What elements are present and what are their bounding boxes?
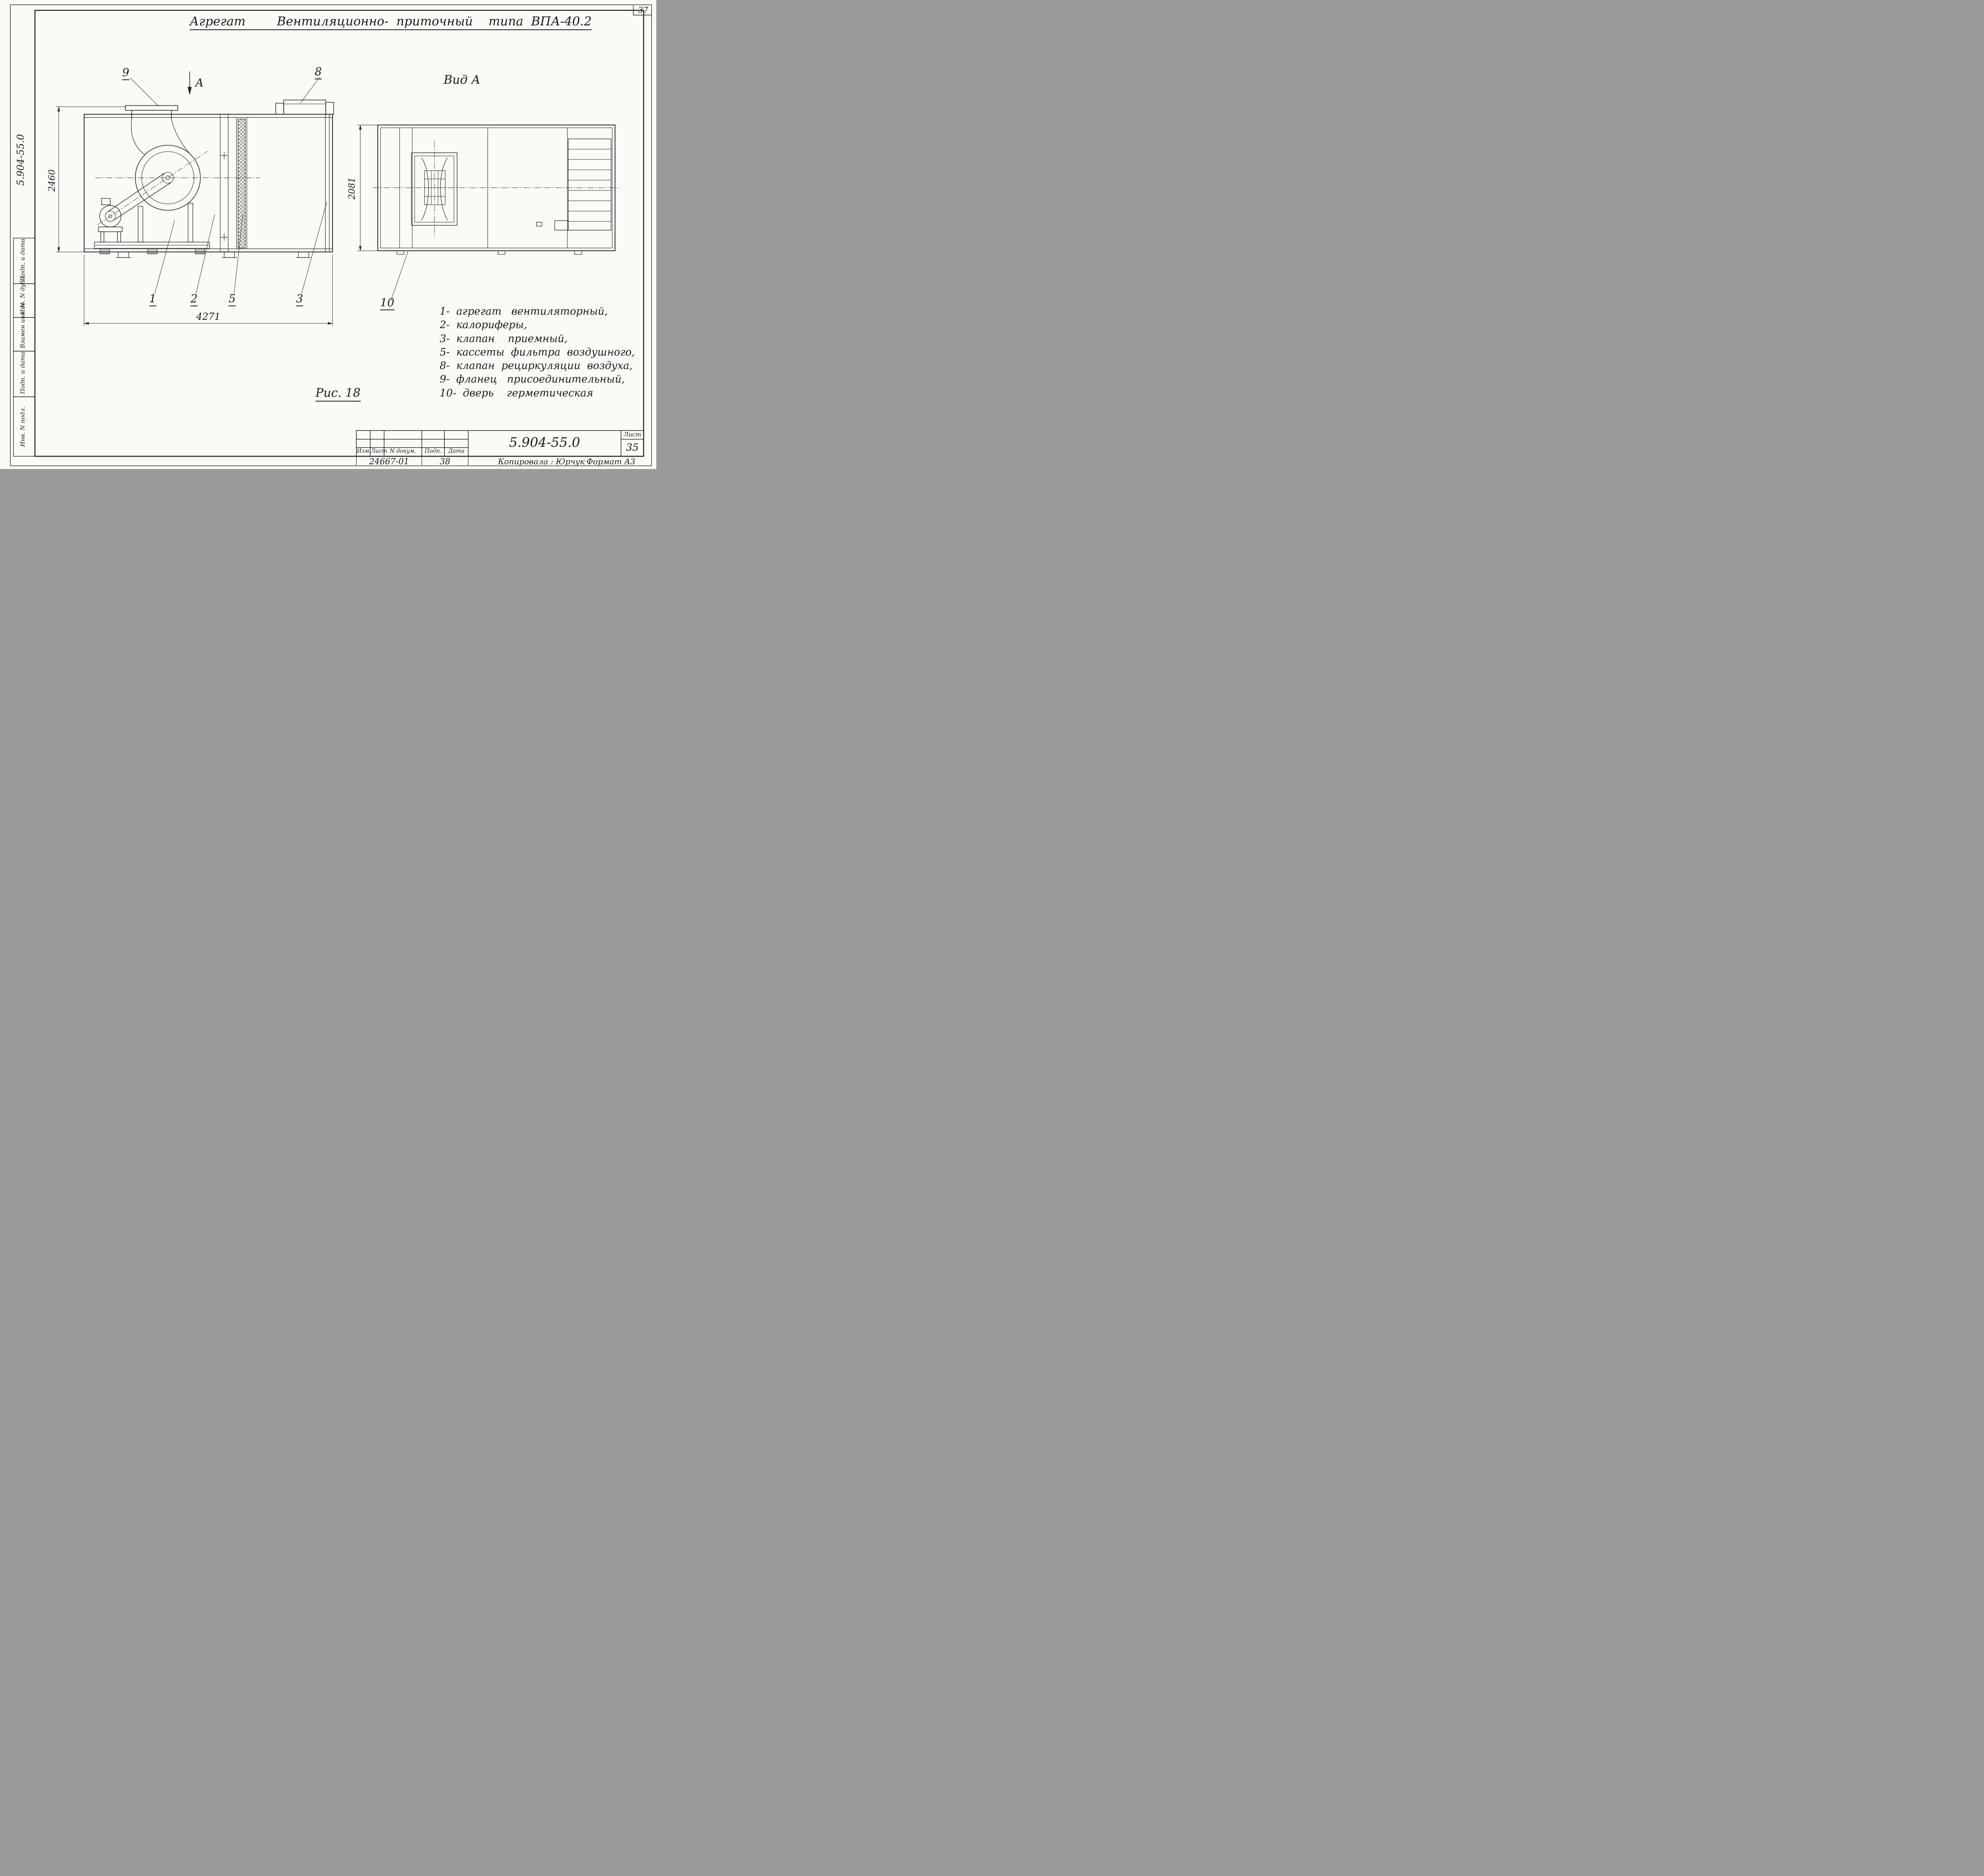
vibration-isolators bbox=[100, 248, 205, 254]
dim-length-main: 4271 bbox=[196, 311, 221, 322]
legend-item-10: 10- дверь герметическая bbox=[440, 387, 594, 399]
legend-item-3: 3- клапан приемный, bbox=[440, 333, 568, 345]
legend-item-1: 1- агрегат вентиляторный, bbox=[440, 306, 608, 317]
unit-body bbox=[84, 114, 333, 252]
corner-page-number-box bbox=[633, 5, 652, 15]
tb-sheet-number: 35 bbox=[626, 442, 639, 453]
view-a-feet bbox=[396, 250, 582, 255]
leader-1 bbox=[154, 220, 175, 294]
left-stamp-boxes bbox=[13, 238, 35, 457]
drawing-linework bbox=[10, 4, 652, 466]
tb-col-izm: Изм. bbox=[357, 448, 371, 454]
louver-panel bbox=[536, 138, 611, 231]
view-a-body bbox=[377, 125, 615, 251]
leader-9 bbox=[130, 77, 159, 107]
leader-10 bbox=[390, 251, 408, 301]
callout-3: 3 bbox=[296, 293, 303, 307]
sheet-frame bbox=[10, 4, 652, 466]
legend-item-5: 5- кассеты фильтра воздушного, bbox=[440, 346, 635, 358]
filter-cassette bbox=[238, 119, 246, 248]
fan-unit bbox=[95, 145, 260, 225]
tb-col-data: Дата bbox=[448, 448, 465, 454]
margin-doc-number: 5.904-55.0 bbox=[15, 134, 26, 186]
recirculation-valve bbox=[275, 100, 334, 115]
fan-base-frame bbox=[94, 203, 210, 249]
leader-3 bbox=[301, 201, 327, 294]
stamp-vzamen-inv: Взамен инв. N bbox=[19, 302, 26, 348]
belt-axis-line bbox=[97, 151, 208, 225]
unit-feet bbox=[116, 252, 311, 258]
title-block-grid bbox=[356, 430, 644, 466]
leader-2 bbox=[196, 214, 215, 294]
callout-leaders bbox=[130, 77, 408, 301]
drawing-title: Агрегат Вентиляционно- приточный типа ВП… bbox=[190, 15, 592, 30]
callout-9: 9 bbox=[122, 67, 129, 81]
callout-1: 1 bbox=[149, 293, 156, 307]
dimension-lines bbox=[56, 106, 378, 326]
view-a-heading: Вид А bbox=[444, 73, 481, 87]
tb-format: Формат А3 bbox=[586, 457, 636, 466]
main-view bbox=[84, 100, 334, 258]
tb-order-number: 24667-01 bbox=[369, 457, 409, 466]
page-number: 37 bbox=[638, 5, 648, 15]
legend-item-2: 2- калориферы, bbox=[440, 319, 527, 331]
drawing-sheet: 37 Агрегат Вентиляционно- приточный типа… bbox=[0, 0, 656, 469]
tb-col-dokum: N докум. bbox=[390, 448, 416, 454]
view-arrow-label: А bbox=[195, 76, 204, 89]
callout-5: 5 bbox=[229, 293, 236, 307]
tb-ref-number: 38 bbox=[440, 457, 450, 466]
legend: 1- агрегат вентиляторный, 2- калориферы,… bbox=[440, 306, 635, 399]
leader-8 bbox=[300, 77, 320, 104]
tb-doc-number: 5.904-55.0 bbox=[509, 434, 581, 450]
stamp-podp-data-2: Подп. и дата bbox=[19, 352, 26, 394]
legend-item-8: 8- клапан рециркуляции воздуха, bbox=[440, 360, 633, 372]
leader-5 bbox=[234, 214, 243, 294]
connection-flange bbox=[125, 105, 191, 155]
callout-8: 8 bbox=[315, 66, 322, 80]
view-a bbox=[373, 125, 620, 255]
tb-copied-by: Копировала : Юрчук bbox=[498, 457, 585, 466]
motor-belt-drive bbox=[98, 173, 171, 242]
tb-col-podp: Подп. bbox=[425, 448, 442, 454]
callout-10: 10 bbox=[380, 297, 394, 311]
callout-2: 2 bbox=[190, 293, 198, 307]
stamp-inv-podl: Инв. N подл. bbox=[19, 406, 26, 447]
tb-col-list: Лист bbox=[371, 448, 387, 454]
tb-sheet-label: Лист bbox=[623, 431, 641, 438]
dim-height-main: 2460 bbox=[47, 169, 57, 192]
dim-height-view-a: 2081 bbox=[347, 177, 357, 200]
legend-item-9: 9- фланец присоединительный, bbox=[440, 373, 625, 386]
figure-caption: Рис. 18 bbox=[315, 387, 361, 402]
fan-inlet bbox=[411, 152, 458, 226]
heater-marks bbox=[221, 152, 228, 241]
